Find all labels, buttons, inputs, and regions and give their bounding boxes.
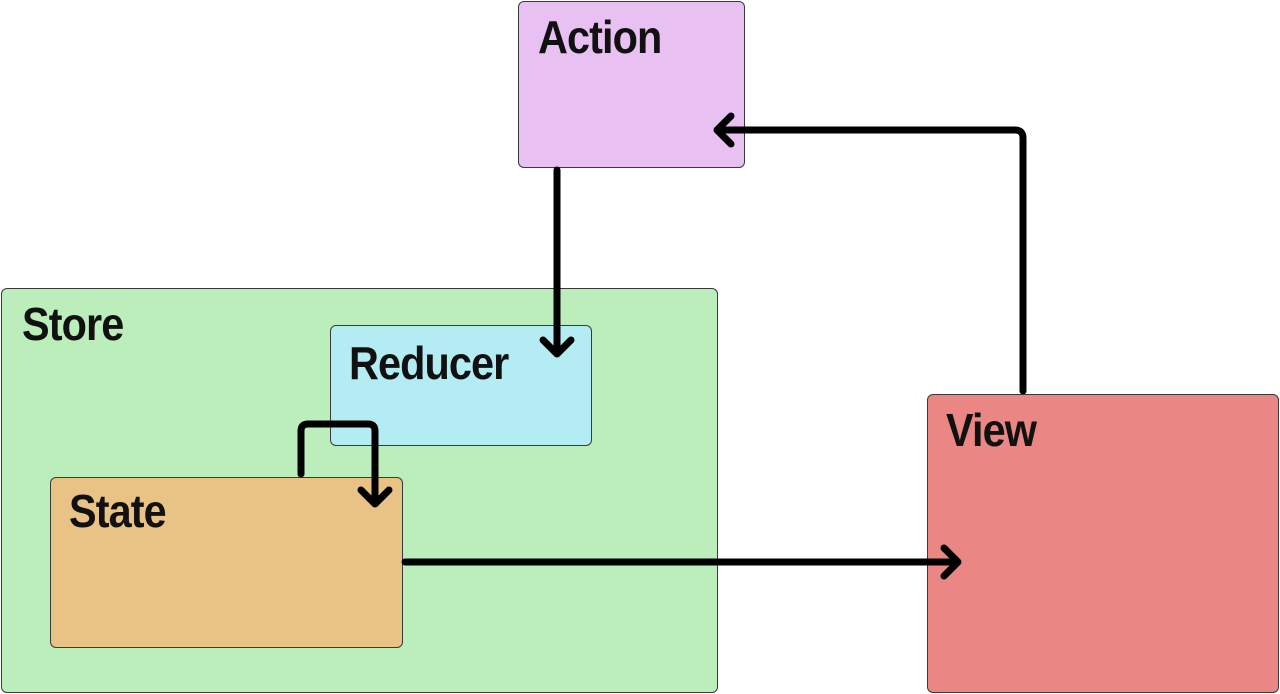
- view-box: View: [927, 394, 1279, 693]
- arrow-view-to-action: [713, 112, 1027, 395]
- store-label: Store: [22, 298, 124, 350]
- action-box: Action: [518, 1, 745, 168]
- state-box: State: [50, 477, 403, 648]
- action-label: Action: [538, 11, 662, 63]
- view-label: View: [946, 404, 1037, 456]
- reducer-box: Reducer: [330, 325, 592, 446]
- state-label: State: [69, 485, 167, 537]
- reducer-label: Reducer: [349, 337, 509, 389]
